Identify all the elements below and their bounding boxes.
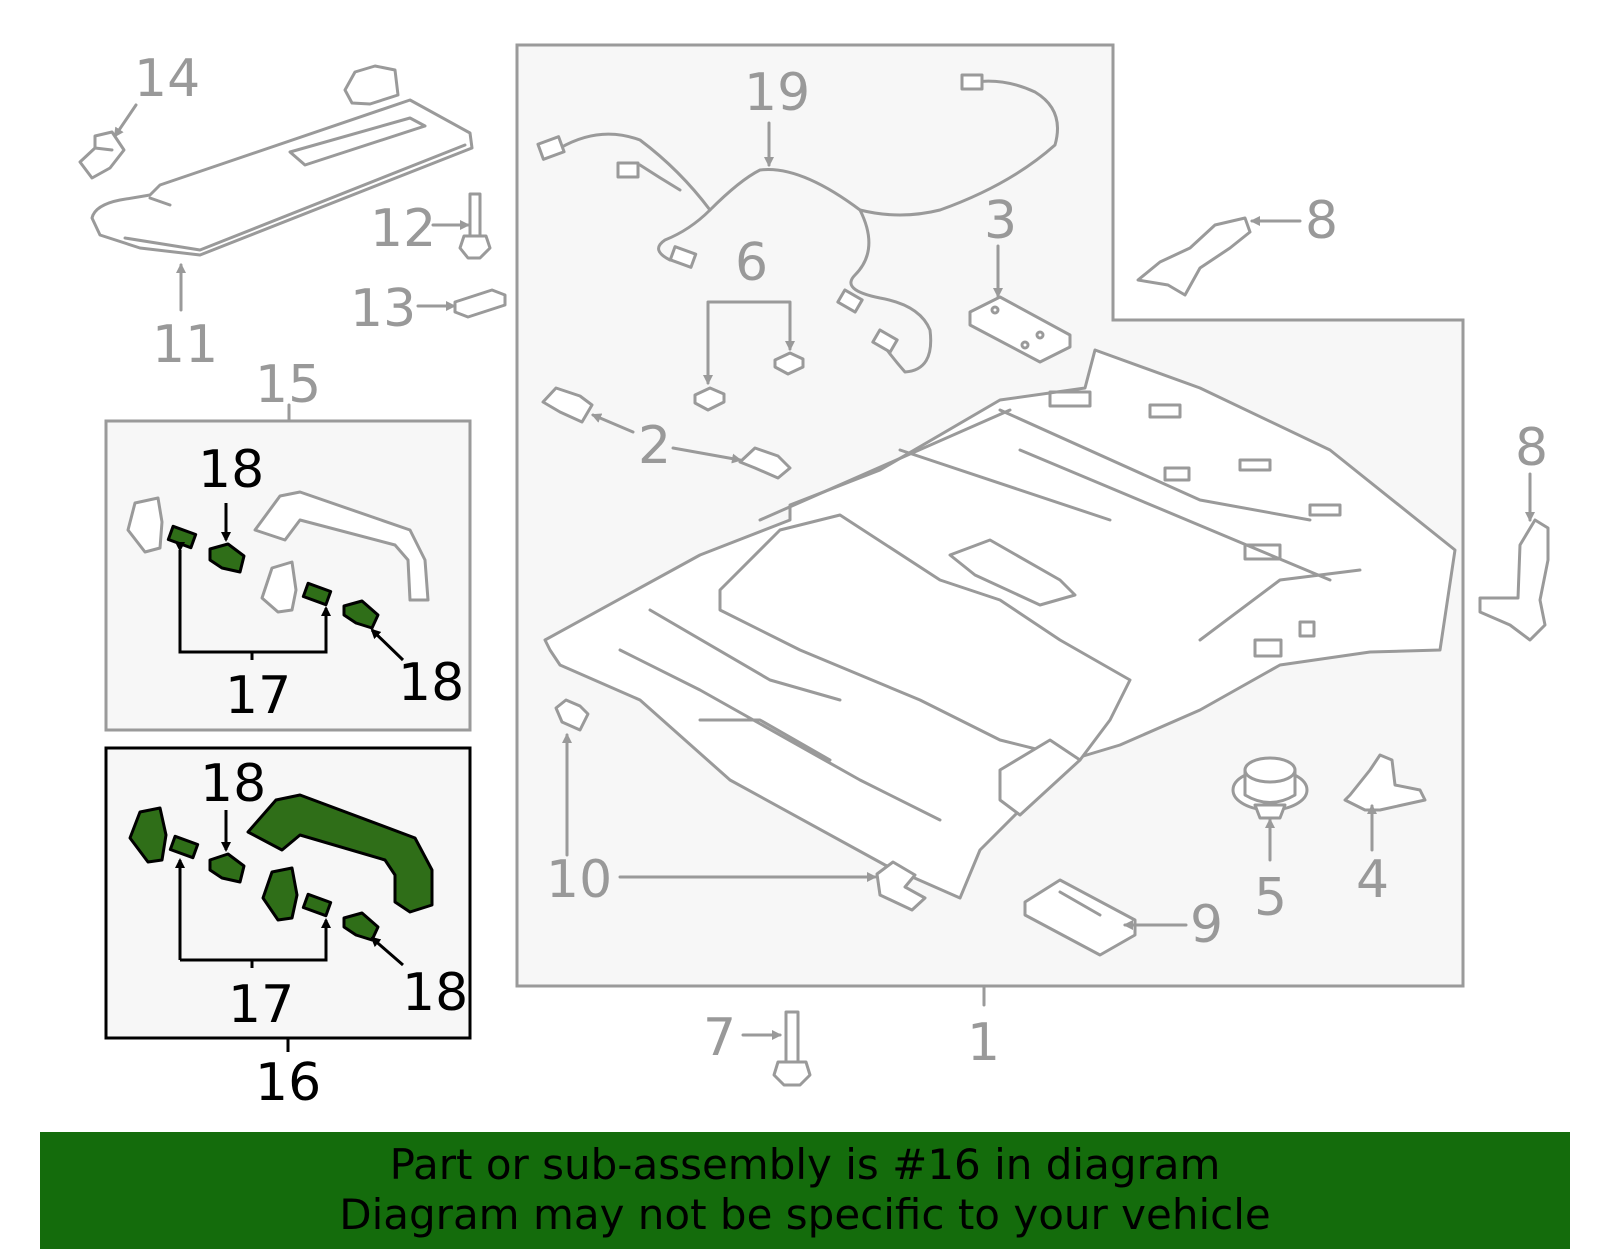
screw-12-part[interactable]	[458, 192, 492, 260]
info-banner: Part or sub-assembly is #16 in diagram D…	[40, 1132, 1570, 1249]
wiring-harness-part[interactable]	[536, 73, 1059, 374]
clip-17a-green[interactable]	[168, 834, 200, 860]
callout-17b: 17	[228, 975, 294, 1035]
clip-2a-part[interactable]	[541, 386, 594, 424]
clip-5-part[interactable]	[1231, 756, 1309, 820]
callout-7: 7	[703, 1008, 736, 1068]
clip-14-part[interactable]	[78, 130, 126, 180]
part-13[interactable]	[453, 288, 507, 319]
callout-2: 2	[638, 416, 671, 476]
bracket-8b-part[interactable]	[1478, 518, 1550, 642]
sun-visor-part[interactable]	[90, 64, 474, 257]
callout-16: 16	[255, 1053, 321, 1113]
callout-5: 5	[1254, 868, 1287, 928]
clip-18a-green[interactable]	[208, 852, 246, 884]
headliner-part[interactable]	[543, 348, 1457, 900]
grab-handle-16-part[interactable]	[128, 793, 434, 922]
callout-11: 11	[152, 315, 218, 375]
callout-13: 13	[350, 279, 416, 339]
lamp-9-part[interactable]	[1023, 878, 1137, 957]
callout-4: 4	[1356, 850, 1389, 910]
clip-10b-part[interactable]	[875, 860, 927, 912]
callout-8b: 8	[1515, 418, 1548, 478]
callout-1: 1	[967, 1013, 1000, 1073]
clip-6a-part[interactable]	[693, 386, 726, 412]
callout-18d: 18	[402, 963, 468, 1023]
callout-9: 9	[1190, 895, 1223, 955]
banner-line-2: Diagram may not be specific to your vehi…	[339, 1190, 1271, 1239]
callout-12: 12	[370, 199, 436, 259]
callout-17a: 17	[225, 666, 291, 726]
callout-15: 15	[255, 355, 321, 415]
clip-17b-green[interactable]	[301, 892, 333, 918]
banner-line-1: Part or sub-assembly is #16 in diagram	[389, 1140, 1221, 1189]
bolt-7-part[interactable]	[772, 1010, 812, 1087]
callout-6: 6	[735, 233, 768, 293]
clip-18b-gray[interactable]	[342, 599, 380, 630]
clip-6b-part[interactable]	[773, 351, 805, 376]
callout-18c: 18	[200, 754, 266, 814]
bracket-8a-part[interactable]	[1136, 216, 1252, 297]
clip-10-part[interactable]	[554, 698, 590, 732]
clip-4-part[interactable]	[1343, 753, 1427, 812]
callout-18b: 18	[398, 653, 464, 713]
clip-2b-part[interactable]	[738, 446, 792, 480]
callout-10: 10	[546, 850, 612, 910]
callout-18a: 18	[198, 440, 264, 500]
callout-8a: 8	[1305, 191, 1338, 251]
callout-14: 14	[134, 49, 200, 109]
callout-3: 3	[984, 191, 1017, 251]
callout-19: 19	[744, 63, 810, 123]
